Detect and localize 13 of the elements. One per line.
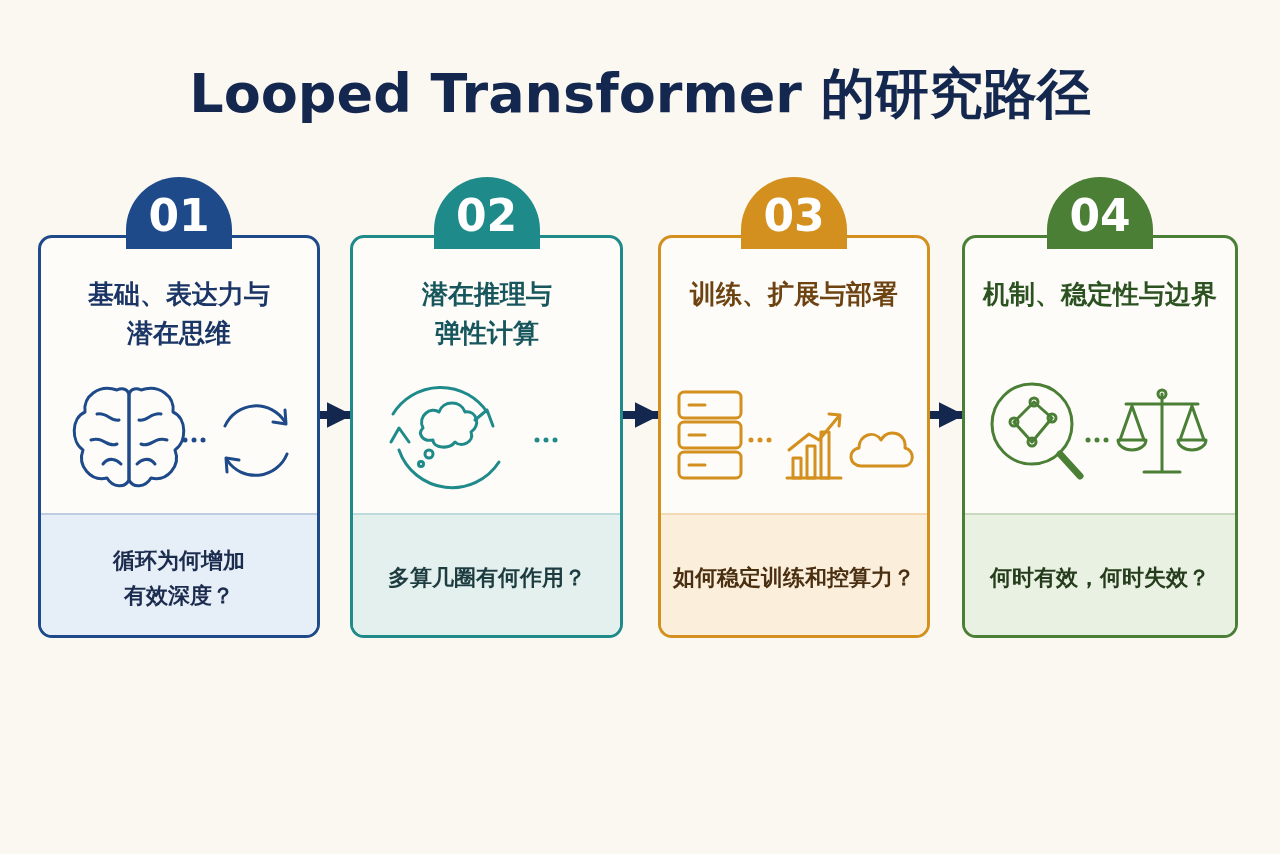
step-question: 多算几圈有何作用？ — [386, 564, 587, 593]
step-question: 何时有效，何时失效？ — [988, 564, 1211, 593]
step-question: 如何稳定训练和控算力？ — [672, 564, 916, 593]
step-number: 04 — [1047, 177, 1153, 249]
step-number: 01 — [126, 177, 232, 249]
step-number: 03 — [741, 177, 847, 249]
step-heading: 基础、表达力与潜在思维 — [87, 278, 271, 350]
step-heading: 训练、扩展与部署 — [688, 278, 899, 311]
step-heading: 机制、稳定性与边界 — [981, 278, 1218, 311]
step-question: 循环为何增加有效深度？ — [111, 546, 246, 610]
step-heading: 潜在推理与弹性计算 — [420, 278, 553, 350]
title: Looped Transformer 的研究路径 — [188, 62, 1092, 127]
step-number: 02 — [433, 177, 540, 249]
